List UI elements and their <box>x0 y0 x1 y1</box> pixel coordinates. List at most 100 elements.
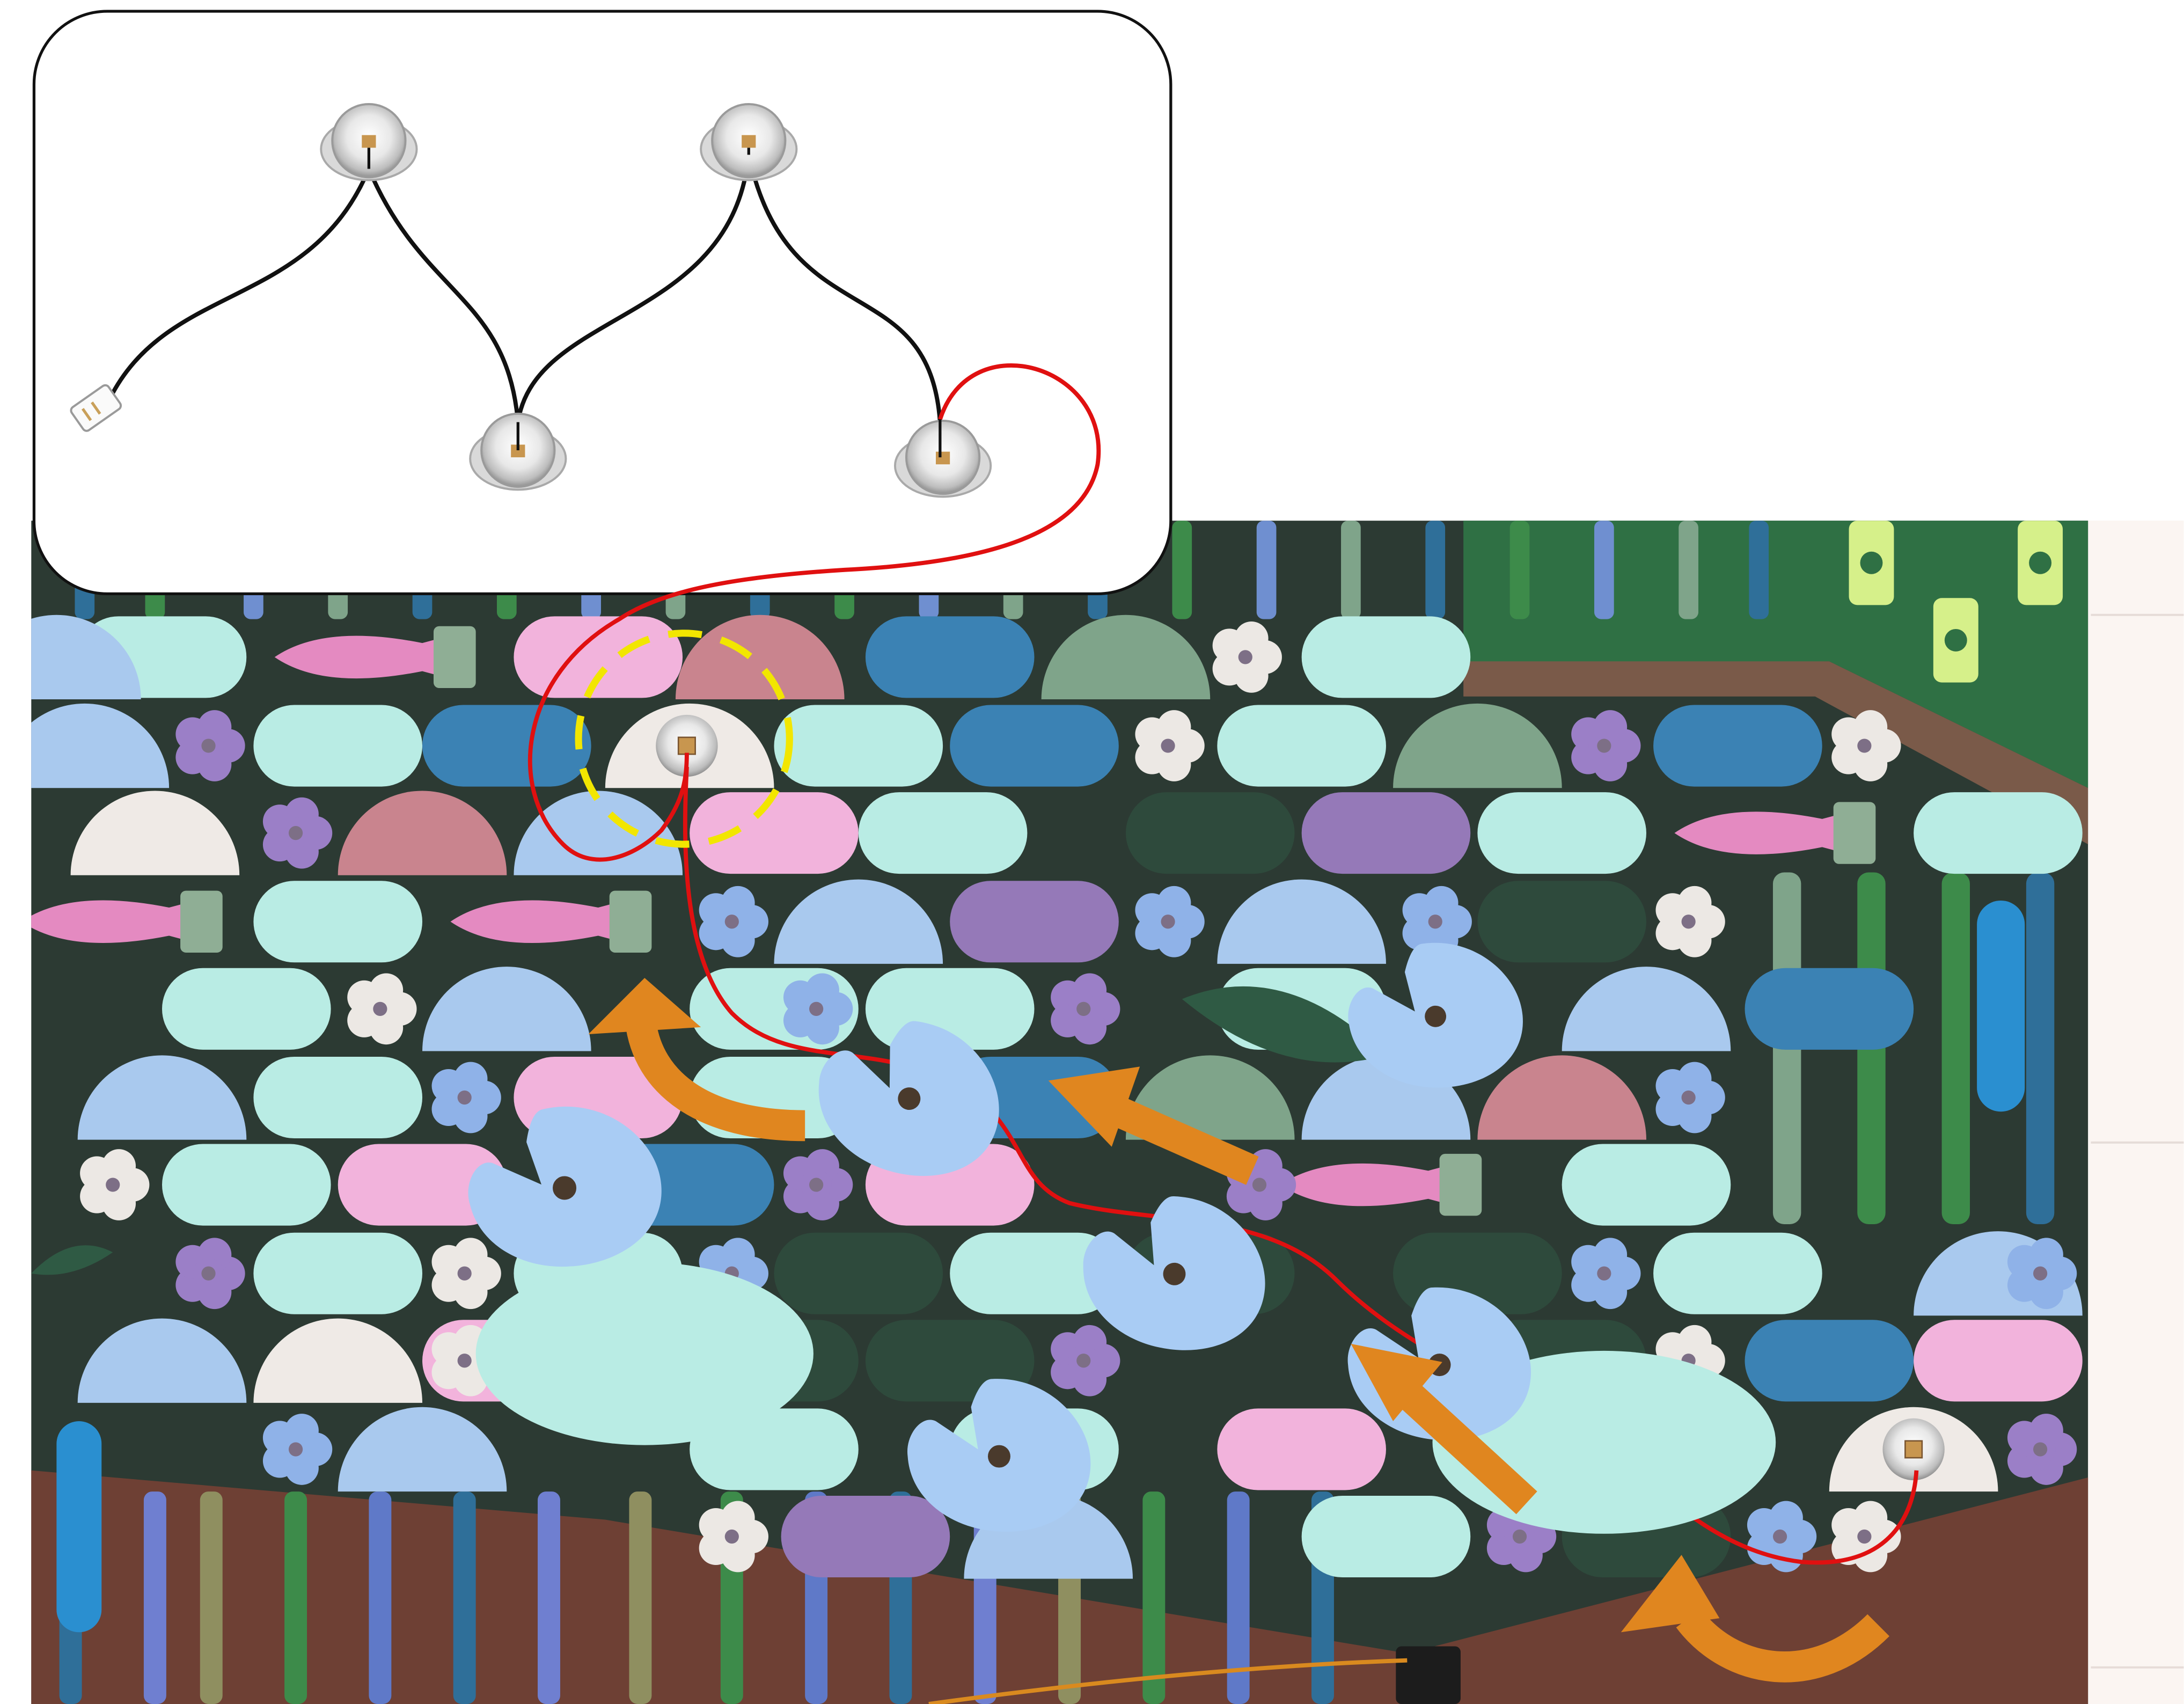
pill-tile <box>1745 968 1914 1050</box>
step-arrow <box>1676 1608 1889 1683</box>
lime-clip-hole <box>1944 628 1967 652</box>
pill-tile <box>1653 705 1822 787</box>
pill-tile <box>253 881 423 963</box>
connector-pin <box>91 401 101 415</box>
stem <box>143 1491 166 1704</box>
pill-tile <box>1301 792 1471 874</box>
flower-icon <box>1226 1149 1296 1220</box>
led-chip <box>362 135 376 148</box>
stem <box>284 1491 307 1704</box>
pill-tile <box>1562 1144 1731 1226</box>
wire <box>108 168 371 399</box>
flower-icon <box>783 973 853 1045</box>
flower-stud <box>724 915 739 929</box>
semicircle-tile <box>253 1318 423 1403</box>
flower-icon <box>347 973 417 1045</box>
stem <box>1341 521 1361 619</box>
cone-tile <box>31 900 190 943</box>
highlight-circle <box>575 630 793 848</box>
cone-holder <box>180 890 223 953</box>
semicircle-tile <box>70 791 240 875</box>
wire <box>516 155 751 423</box>
flower-icon <box>431 1062 501 1133</box>
flower-icon <box>1051 1325 1120 1396</box>
blue-capsule <box>1977 900 2025 1112</box>
stem <box>1227 1491 1250 1704</box>
flower-icon <box>1135 710 1205 781</box>
semicircle-tile <box>338 1407 507 1492</box>
cone-holder <box>433 626 476 689</box>
led-chip <box>935 451 950 465</box>
leaf <box>1182 986 1386 1063</box>
stem <box>1594 521 1614 619</box>
stem <box>1425 521 1446 619</box>
flower-icon <box>1051 973 1120 1045</box>
flower-icon <box>1655 1062 1725 1133</box>
stem <box>2026 872 2055 1224</box>
connector-block <box>1396 1646 1461 1704</box>
clip-hole <box>1163 1262 1186 1285</box>
cone-tile <box>1280 1163 1449 1206</box>
flower-icon <box>1571 1238 1641 1310</box>
pill-tile <box>253 705 423 787</box>
flower-stud <box>2033 1442 2048 1457</box>
led-chip <box>1904 1440 1923 1459</box>
stem <box>200 1491 223 1704</box>
flower-stud <box>1857 1529 1872 1544</box>
flower-stud <box>457 1266 472 1281</box>
flower-stud <box>106 1178 120 1192</box>
flower-stud <box>1238 650 1252 664</box>
pill-tile <box>1217 705 1386 787</box>
pill-tile <box>1217 1408 1386 1490</box>
lime-clip-hole <box>1860 551 1883 574</box>
pill-tile <box>950 881 1119 963</box>
semicircle-tile <box>1041 615 1211 700</box>
pill-tile <box>1301 1495 1471 1578</box>
flower-stud <box>1428 915 1442 929</box>
pill-tile <box>1301 616 1471 698</box>
pill-tile <box>858 792 1028 874</box>
leaf <box>31 1245 113 1275</box>
pill-tile <box>1477 881 1646 963</box>
parts-inset <box>32 10 1172 862</box>
led-chip <box>742 135 756 148</box>
flower-icon <box>1135 886 1205 957</box>
semicircle-tile <box>338 791 507 875</box>
clip-icon <box>1348 942 1523 1088</box>
step-arrow <box>1396 1381 1537 1515</box>
flower-icon <box>699 1501 768 1573</box>
flower-stud <box>809 1178 824 1192</box>
stem <box>1256 521 1277 619</box>
clip-icon <box>468 1107 662 1267</box>
inset-frame <box>32 10 1172 596</box>
pill-tile <box>690 792 859 874</box>
flower-stud <box>1252 1178 1267 1192</box>
semicircle-tile <box>422 967 591 1051</box>
pill-tile <box>1914 1320 2083 1402</box>
stem <box>453 1491 476 1704</box>
flower-icon <box>783 1149 853 1220</box>
connector-icon <box>70 384 122 432</box>
semicircle-tile <box>77 1318 247 1403</box>
green-hill <box>1463 521 2088 788</box>
pill-tile <box>950 705 1119 787</box>
semicircle-tile <box>1217 879 1386 964</box>
pill-tile <box>514 616 683 698</box>
orange-wire <box>928 1658 1408 1704</box>
clip-hole <box>898 1087 921 1110</box>
flower-icon <box>175 710 245 781</box>
semicircle-tile <box>1477 1055 1646 1140</box>
flower-icon <box>1212 621 1282 693</box>
clip-hole <box>1425 1005 1447 1027</box>
cone-tile <box>450 900 620 944</box>
flower-stud <box>1597 1266 1611 1281</box>
clip-icon <box>1083 1196 1265 1350</box>
flower-icon <box>1747 1501 1817 1573</box>
flower-stud <box>1681 1090 1696 1105</box>
build-area <box>31 521 2088 1704</box>
flower-stud <box>1076 1001 1091 1016</box>
pill-tile <box>1477 792 1646 874</box>
flower-icon <box>1655 886 1725 957</box>
